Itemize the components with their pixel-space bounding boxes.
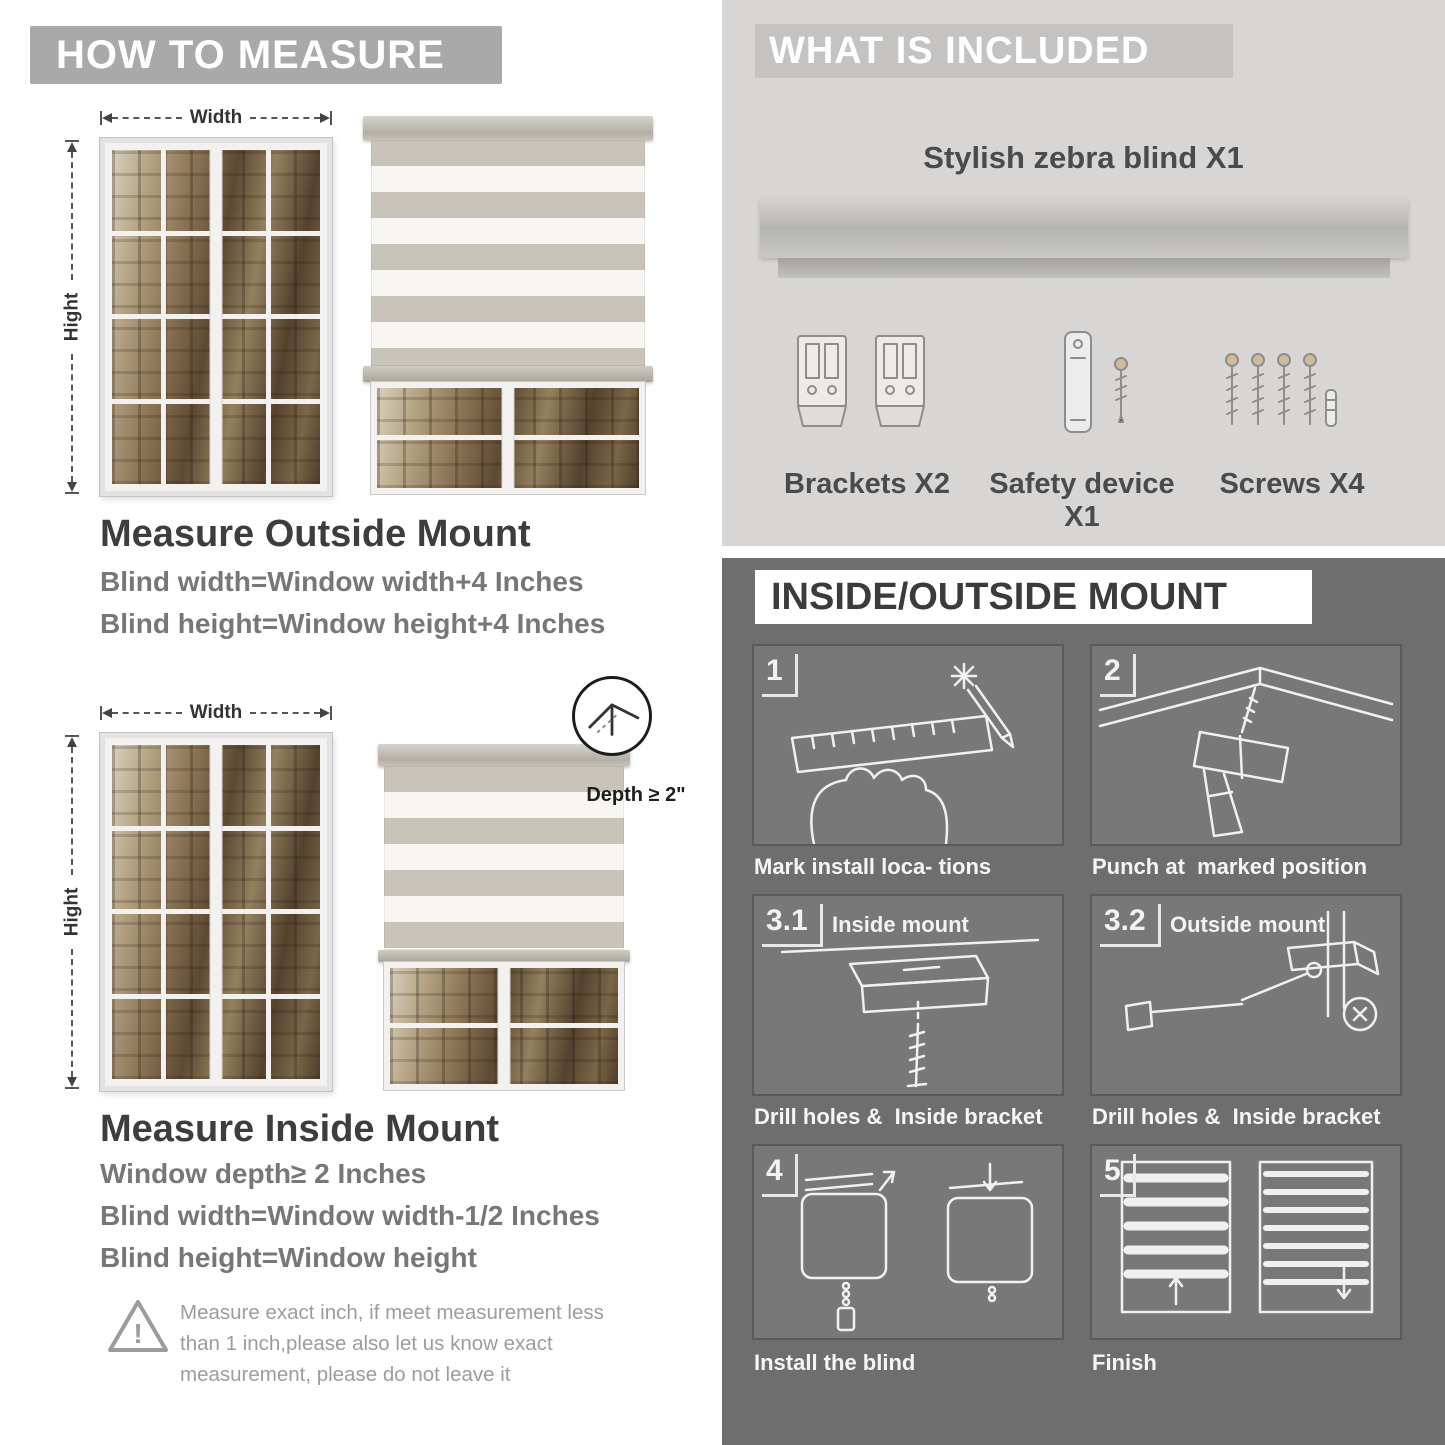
finish-illustration: [1120, 1160, 1374, 1314]
blind-bottom-rail: [363, 366, 653, 382]
step-caption-3-1: Drill holes & Inside bracket: [754, 1104, 1043, 1129]
window-corner-detail-icon: [588, 703, 640, 736]
arrow-dash: [71, 152, 73, 280]
window-illustration-outside: [100, 138, 332, 496]
width-dimension-arrow: Width: [100, 702, 332, 723]
inside-mount-title: Measure Inside Mount: [100, 1108, 500, 1150]
outside-mount-rule-width: Blind width=Window width+4 Inches: [100, 566, 584, 597]
what-is-included-banner: WHAT IS INCLUDED: [755, 24, 1233, 78]
step-panel-4: 4: [752, 1144, 1064, 1340]
screws-count-label: Screws X4: [1219, 468, 1365, 500]
step-number: 2: [1100, 654, 1136, 697]
height-label: Hight: [61, 887, 83, 937]
step-caption-2: Punch at marked position: [1092, 854, 1368, 879]
mount-instructions-title: INSIDE/OUTSIDE MOUNT: [771, 575, 1228, 618]
safety-device-icon: [1064, 331, 1092, 433]
brackets-count-label: Brackets X2: [783, 468, 951, 500]
outside-mount-rule-height: Blind height=Window height+4 Inches: [100, 608, 606, 639]
zebra-blind-fabric: [384, 766, 624, 950]
how-to-measure-title: HOW TO MEASURE: [56, 32, 445, 77]
zebra-blind-fabric: [371, 140, 645, 366]
inside-mount-rule-depth: Window depth≥ 2 Inches: [100, 1158, 427, 1189]
drill-illustration: [1098, 666, 1394, 838]
outside-bracket-illustration: [1124, 910, 1380, 1032]
measurement-warning-text: Measure exact inch, if meet measurement …: [180, 1301, 604, 1386]
step-panel-5: 5: [1090, 1144, 1402, 1340]
blind-bottom-rail: [378, 950, 630, 962]
window-panes: [112, 150, 320, 484]
arrow-head-down-icon: [67, 1077, 77, 1087]
arrow-head-left-icon: [102, 113, 112, 123]
arrow-dash: [250, 117, 320, 119]
width-label: Width: [189, 107, 243, 128]
blind-cassette: [378, 744, 630, 766]
included-blind-rail: [778, 258, 1390, 278]
width-dimension-arrow: Width: [100, 107, 332, 128]
step-caption-1: Mark install loca- tions: [754, 854, 992, 879]
mount-instructions-section: INSIDE/OUTSIDE MOUNT 1 Mark install loca…: [722, 558, 1445, 1445]
height-label: Hight: [61, 292, 83, 342]
screws-icon: [1225, 353, 1337, 427]
mark-locations-illustration: [790, 662, 1015, 844]
arrow-head-right-icon: [320, 708, 330, 718]
step-panel-3-2: 3.2 Outside mount: [1090, 894, 1402, 1096]
inside-mount-rule-width: Blind width=Window width-1/2 Inches: [100, 1200, 600, 1231]
step-caption-3-2: Drill holes & Inside bracket: [1092, 1104, 1381, 1129]
step-number: 1: [762, 654, 798, 697]
width-label: Width: [189, 702, 243, 723]
screw-icon: [1114, 357, 1128, 423]
window-below-blind: [371, 382, 645, 494]
outside-mount-title: Measure Outside Mount: [100, 513, 531, 555]
arrow-head-down-icon: [67, 482, 77, 492]
step-caption-5: Finish: [1092, 1350, 1157, 1375]
install-blind-illustration: [800, 1162, 1034, 1332]
depth-detail-callout: [572, 676, 652, 756]
bracket-icon: [797, 335, 847, 427]
height-dimension-arrow: Hight: [61, 140, 83, 494]
window-illustration-inside: [100, 733, 332, 1091]
outside-mount-panel-label: Outside mount: [1170, 912, 1326, 937]
arrow-head-right-icon: [320, 113, 330, 123]
step-caption-4: Install the blind: [754, 1350, 916, 1375]
inside-bracket-illustration: [780, 938, 1040, 1088]
arrow-head-up-icon: [67, 142, 77, 152]
included-blind-cassette: [760, 198, 1408, 258]
arrow-tick: [65, 492, 79, 494]
inside-mount-rule-height: Blind height=Window height: [100, 1242, 477, 1273]
what-is-included-section: WHAT IS INCLUDED Stylish zebra blind X1: [722, 0, 1445, 546]
warning-triangle-icon: !: [108, 1300, 168, 1352]
safety-device-count-label: Safety device X1: [989, 468, 1175, 533]
warning-exclamation: !: [133, 1318, 142, 1349]
blind-quantity-label: Stylish zebra blind X1: [923, 140, 1244, 175]
inside-mount-panel-label: Inside mount: [832, 912, 969, 937]
step-number: 5: [1100, 1154, 1136, 1197]
step-number: 3.2: [1100, 904, 1161, 947]
arrow-dash: [112, 117, 182, 119]
arrow-tick: [65, 140, 79, 142]
blind-cassette: [363, 116, 653, 140]
arrow-dash: [71, 354, 73, 482]
step-panel-2: 2: [1090, 644, 1402, 846]
mount-instructions-banner: INSIDE/OUTSIDE MOUNT: [755, 570, 1312, 624]
step-number: 4: [762, 1154, 798, 1197]
window-below-blind: [384, 962, 624, 1090]
step-panel-3-1: 3.1 Inside mount: [752, 894, 1064, 1096]
arrow-head-left-icon: [102, 708, 112, 718]
how-to-measure-banner: HOW TO MEASURE: [30, 26, 502, 84]
arrow-head-up-icon: [67, 737, 77, 747]
depth-requirement-label: Depth ≥ 2": [586, 784, 686, 806]
step-number: 3.1: [762, 904, 823, 947]
arrow-tick: [330, 111, 332, 125]
height-dimension-arrow: Hight: [61, 735, 83, 1089]
window-panes: [112, 745, 320, 1079]
step-panel-1: 1: [752, 644, 1064, 846]
bracket-icon: [875, 335, 925, 427]
what-is-included-title: WHAT IS INCLUDED: [769, 29, 1150, 72]
arrow-tick: [100, 111, 102, 125]
